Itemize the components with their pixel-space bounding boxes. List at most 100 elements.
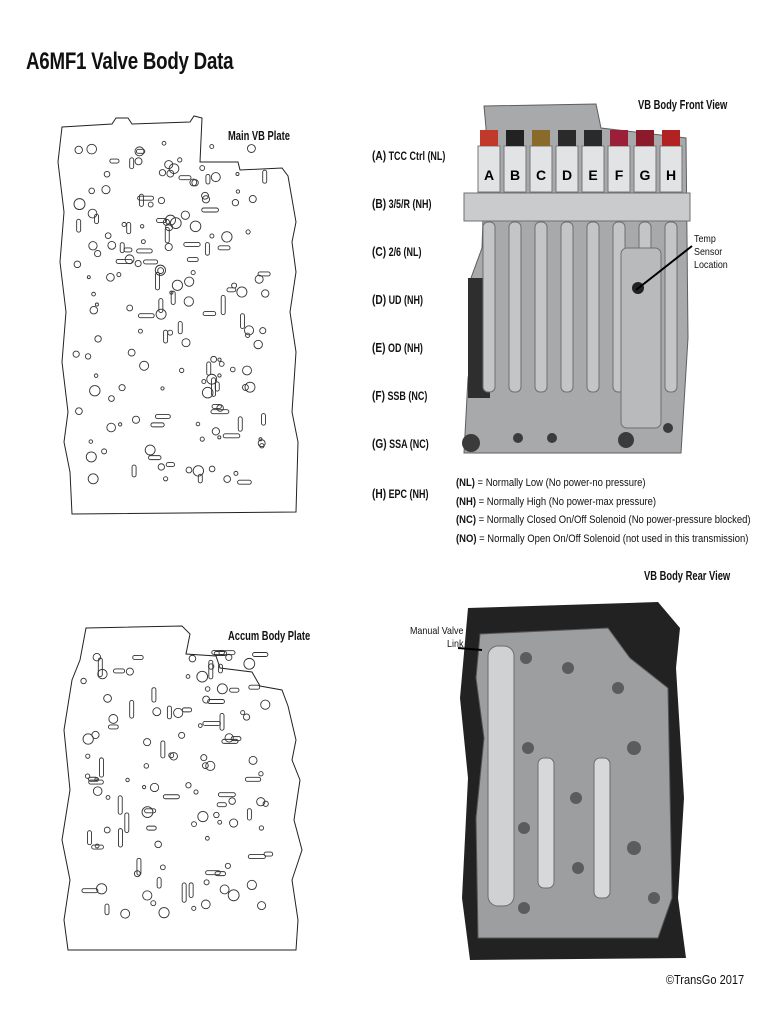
plate-hole — [237, 416, 243, 432]
plate-hole — [204, 242, 210, 256]
solenoid-name: SSA (NC) — [389, 439, 429, 451]
plate-hole — [103, 826, 111, 834]
plate-hole — [196, 670, 209, 683]
plate-hole — [201, 207, 219, 213]
plate-hole — [204, 686, 211, 692]
plate-hole — [195, 421, 201, 427]
plate-hole — [136, 248, 153, 254]
plate-hole — [127, 348, 136, 357]
plate-hole — [107, 724, 119, 730]
temp-sensor-label: Temp Sensor Location — [694, 233, 728, 272]
plate-hole — [119, 242, 125, 254]
plate-hole — [94, 335, 102, 343]
plate-hole — [192, 465, 205, 477]
plate-hole — [113, 668, 126, 674]
plate-hole — [72, 350, 80, 358]
plate-hole — [211, 650, 225, 655]
plate-hole — [74, 145, 83, 155]
plate-hole — [256, 797, 266, 807]
plate-hole — [248, 684, 261, 690]
plate-hole — [242, 713, 251, 721]
manual-valve-line-2: Link — [447, 638, 464, 650]
plate-hole — [204, 835, 210, 841]
plate-hole — [199, 165, 206, 171]
plate-hole — [89, 385, 101, 397]
solenoid-row: (E) OD (NH) — [372, 340, 423, 355]
plate-hole — [248, 755, 258, 765]
plate-hole — [157, 267, 165, 274]
plate-hole — [259, 443, 265, 449]
caption-rear-view: VB Body Rear View — [644, 568, 731, 583]
plate-hole — [93, 373, 99, 378]
plate-hole — [210, 355, 218, 363]
plate-hole — [88, 187, 95, 195]
plate-hole — [166, 705, 172, 720]
plate-hole — [252, 652, 269, 657]
plate-hole — [201, 386, 214, 399]
plate-hole — [185, 674, 191, 679]
plate-hole — [185, 782, 192, 789]
plate-hole — [168, 752, 175, 759]
plate-hole — [91, 291, 96, 297]
solenoid-letter: (C) — [372, 244, 387, 259]
plate-hole — [181, 707, 193, 713]
plate-hole — [200, 754, 208, 762]
solenoid-name: TCC Ctrl (NL) — [388, 151, 446, 163]
main-vb-plate-diagram — [57, 115, 299, 515]
plate-hole — [205, 760, 216, 771]
plate-hole — [246, 808, 252, 821]
plate-hole — [235, 171, 240, 176]
temp-sensor-line-1: Temp — [694, 233, 716, 245]
plate-hole — [229, 687, 240, 693]
solenoid-valve — [586, 221, 600, 393]
solenoid-valve — [664, 221, 678, 393]
plate-hole — [201, 195, 211, 204]
plate-hole — [171, 279, 183, 291]
plate-hole — [144, 444, 156, 456]
plate-hole — [125, 777, 130, 783]
plate-hole — [240, 710, 246, 716]
plate-hole — [216, 683, 228, 695]
plate-hole — [253, 339, 263, 350]
plate-hole — [230, 736, 242, 742]
plate-hole — [133, 870, 141, 878]
caption-main-plate: Main VB Plate — [228, 128, 290, 143]
plate-hole — [179, 367, 185, 374]
solenoid-tag: F — [615, 167, 624, 183]
plate-hole — [148, 455, 162, 461]
plate-hole — [219, 884, 230, 895]
plate-hole — [223, 475, 232, 483]
plate-hole — [88, 779, 104, 785]
solenoid-connector — [480, 130, 498, 146]
plate-hole — [226, 287, 237, 293]
plate-hole — [197, 473, 203, 484]
plate-hole — [134, 146, 145, 157]
copyright: ©TransGo 2017 — [665, 972, 744, 987]
plate-hole — [186, 257, 199, 263]
vb-rear-view-image — [457, 602, 686, 960]
solenoid-letter: (F) — [372, 388, 385, 403]
solenoid-tag: A — [484, 167, 494, 183]
plate-hole — [217, 245, 231, 251]
plate-hole — [177, 321, 183, 335]
solenoid-row: (F) SSB (NC) — [372, 388, 427, 403]
plate-hole — [164, 242, 173, 252]
plate-hole — [184, 276, 195, 287]
plate-hole — [85, 753, 91, 759]
plate-hole — [107, 241, 117, 250]
plate-hole — [209, 144, 215, 150]
legend-row: (NH) = Normally High (No power-max press… — [456, 495, 657, 508]
plate-hole — [211, 427, 220, 436]
plate-hole — [103, 170, 111, 178]
plate-hole — [137, 328, 143, 334]
plate-hole — [158, 169, 167, 177]
plate-hole — [262, 800, 269, 807]
plate-hole — [191, 179, 199, 187]
plate-hole — [210, 172, 221, 183]
plate-hole — [227, 889, 240, 902]
plate-hole — [87, 830, 92, 846]
plate-hole — [160, 740, 166, 759]
plate-hole — [217, 357, 222, 362]
solenoid-row: (D) UD (NH) — [372, 292, 423, 307]
plate-hole — [92, 653, 102, 662]
